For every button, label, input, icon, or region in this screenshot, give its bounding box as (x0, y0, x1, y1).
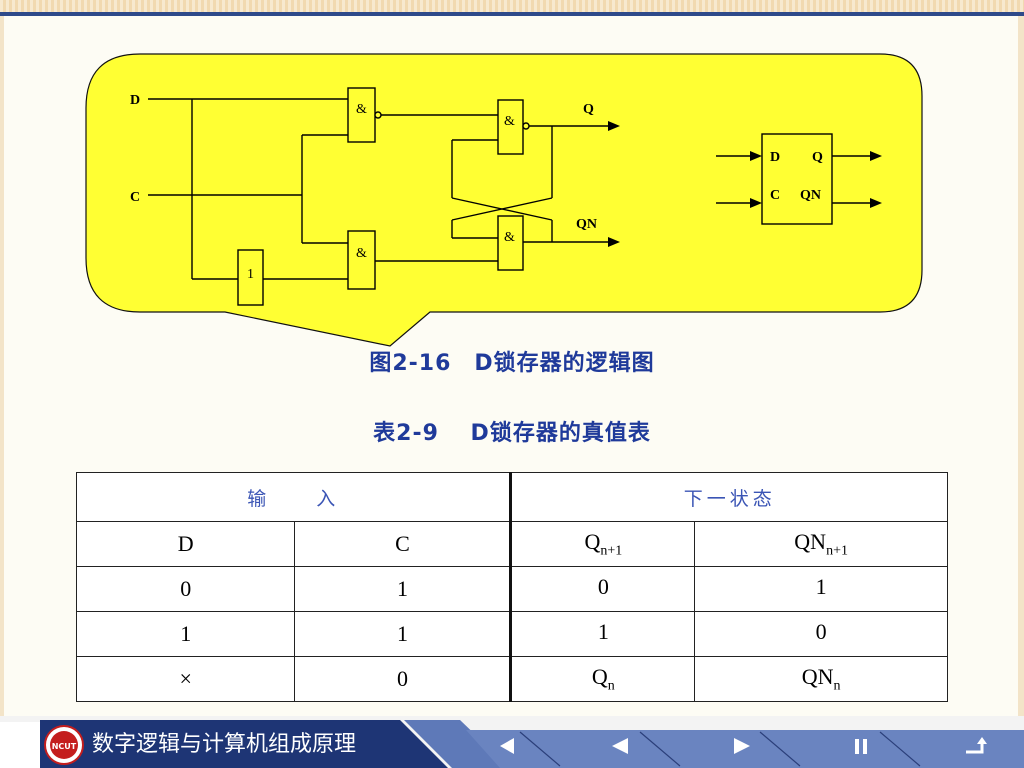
and-symbol-3: & (504, 114, 515, 129)
label-d: D (130, 93, 140, 108)
cell-qn: 0 (694, 611, 948, 657)
table-row: × 0 Qn QNn (75, 656, 948, 702)
cell-q: 0 (509, 566, 696, 612)
col-qn-base: QN (794, 528, 827, 554)
nand-gate-lower (497, 215, 524, 271)
figure-caption: 图2-16 D锁存器的逻辑图 (369, 351, 655, 376)
and-symbol-2: & (356, 246, 367, 261)
and-symbol-4: & (504, 230, 515, 245)
col-qn-sub: n+1 (826, 543, 848, 559)
not-symbol: 1 (247, 267, 254, 282)
svg-text:NCUT: NCUT (52, 742, 77, 751)
col-q-base: Q (584, 528, 601, 554)
diagram-background (85, 53, 923, 347)
back-icon[interactable] (606, 736, 636, 756)
block-label-qn: QN (800, 188, 821, 203)
label-c: C (130, 190, 140, 205)
col-c: C (294, 521, 512, 567)
and-gate-lower (347, 230, 376, 290)
logo-emblem-icon: NCUT (44, 725, 84, 765)
label-q: Q (583, 102, 594, 117)
cell-qn: 1 (694, 566, 948, 612)
cell-c: 0 (294, 656, 512, 702)
cell-d: 0 (75, 566, 296, 612)
col-d: D (75, 521, 296, 567)
prev-page-icon[interactable] (492, 736, 522, 756)
table-group-header: 输 入 下一状态 (75, 472, 948, 522)
pause-icon[interactable] (846, 736, 876, 756)
and-symbol-1: & (356, 102, 367, 117)
cell-d: 1 (75, 611, 296, 657)
cell-c: 1 (294, 566, 512, 612)
col-q-next: Qn+1 (509, 521, 696, 567)
label-qn: QN (576, 217, 597, 232)
nand-gate-upper (497, 99, 524, 155)
col-qn-next: QNn+1 (694, 521, 948, 567)
block-label-c: C (770, 188, 780, 203)
table-row: 1 1 1 0 (75, 611, 948, 657)
table-caption: 表2-9 D锁存器的真值表 (373, 421, 651, 446)
not-gate (237, 249, 264, 306)
return-icon[interactable] (962, 736, 992, 756)
top-border-rule (0, 12, 1024, 16)
course-title: 数字逻辑与计算机组成原理 (92, 732, 357, 757)
cell-q: Qn (509, 656, 696, 702)
latch-block (761, 133, 833, 225)
table-column-header: D C Qn+1 QNn+1 (75, 521, 948, 567)
cell-qn: QNn (694, 656, 948, 702)
block-label-d: D (770, 150, 780, 165)
top-border-stripe (0, 0, 1024, 14)
block-label-q: Q (812, 150, 823, 165)
and-gate-upper (347, 87, 376, 143)
cell-q: 1 (509, 611, 696, 657)
cell-c: 1 (294, 611, 512, 657)
forward-icon[interactable] (726, 736, 756, 756)
d-latch-logic-diagram: D C Q QN & & & & 1 D C Q QN (85, 53, 923, 347)
group-next-state: 下一状态 (509, 472, 948, 522)
table-row: 0 1 0 1 (75, 566, 948, 612)
left-border (0, 16, 4, 716)
right-border (1018, 16, 1024, 716)
group-input: 输 入 (75, 472, 512, 522)
truth-table: 输 入 下一状态 D C Qn+1 QNn+1 0 1 0 1 1 1 1 0 … (75, 472, 948, 702)
col-q-sub: n+1 (600, 543, 623, 559)
cell-d: × (75, 656, 296, 702)
